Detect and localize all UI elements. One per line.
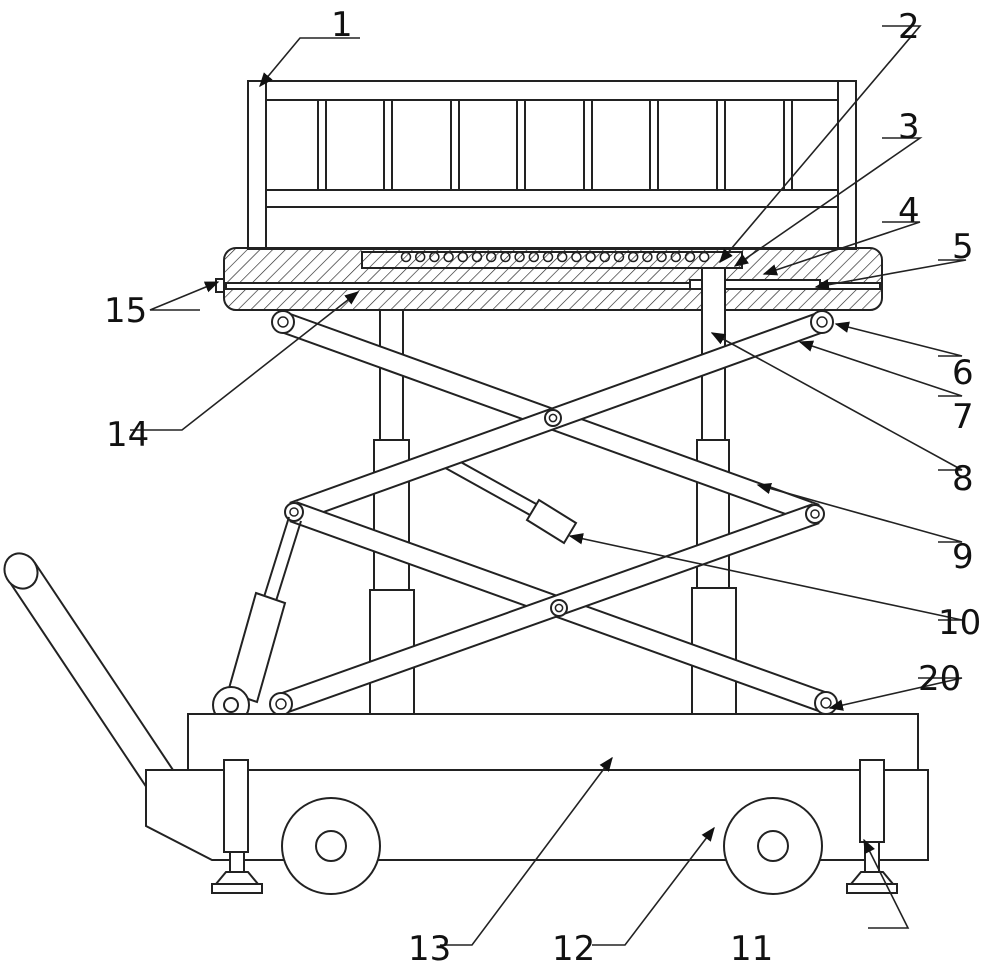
pivot-mid-left: [284, 502, 304, 522]
pivot-top-right: [810, 310, 834, 334]
pivot-top-right-hole: [816, 316, 828, 328]
pivot-top-left: [271, 310, 295, 334]
pivot-mid-left-hole: [289, 507, 299, 517]
label-15: 15: [104, 291, 147, 331]
roller: [429, 251, 440, 263]
roller: [585, 251, 596, 263]
roller: [443, 251, 454, 263]
roller: [400, 251, 412, 263]
guard-rail: [247, 80, 857, 250]
label-8: 8: [952, 459, 974, 499]
roller: [528, 251, 540, 263]
label-14: 14: [106, 415, 149, 455]
pivot-bottom-right: [814, 691, 838, 715]
pivot-mid-right-hole: [810, 509, 820, 519]
roller: [471, 251, 483, 263]
roller: [627, 251, 639, 263]
label-11: 11: [730, 929, 773, 969]
hydraulic-cylinder: [439, 454, 578, 545]
scissor-arms: [269, 310, 838, 716]
pivot-top-left-hole: [277, 316, 289, 328]
label-5: 5: [952, 227, 974, 267]
label-6: 6: [952, 353, 974, 393]
support-leg-left: [211, 851, 263, 894]
roller: [599, 251, 611, 263]
label-10: 10: [938, 603, 981, 643]
label-12: 12: [552, 929, 595, 969]
pivot-lower-center: [550, 599, 568, 617]
label-9: 9: [952, 537, 974, 577]
pivot-mid-right: [805, 504, 825, 524]
label-20: 20: [918, 659, 961, 699]
label-2: 2: [898, 7, 920, 47]
roller: [414, 251, 426, 263]
base-frame: [187, 713, 919, 771]
roller: [698, 251, 710, 263]
roller: [542, 251, 554, 263]
label-13: 13: [408, 929, 451, 969]
roller: [684, 251, 696, 263]
pivot-lower-center-hole: [554, 603, 564, 613]
roller: [500, 251, 511, 263]
roller: [642, 251, 653, 263]
roller: [613, 251, 625, 263]
label-1: 1: [331, 5, 353, 45]
label-7: 7: [952, 397, 974, 437]
leader-lines: [130, 25, 967, 946]
wheel-right: [723, 797, 823, 895]
roller: [670, 251, 682, 263]
part-labels: 1 2 3 4 5 15 14 6 7 8 9 10 20 11 12 13: [104, 5, 981, 969]
pivot-upper-center: [544, 409, 562, 427]
roller: [571, 251, 582, 263]
platform: [215, 247, 883, 311]
pivot-bottom-left-hole: [275, 698, 287, 710]
pivot-upper-center-hole: [548, 413, 558, 423]
roller: [556, 251, 568, 263]
label-3: 3: [898, 107, 920, 147]
roller-row: [400, 251, 710, 263]
roller: [485, 251, 497, 263]
roller: [514, 251, 525, 263]
label-4: 4: [898, 191, 920, 231]
wheel-left: [281, 797, 381, 895]
roller: [656, 251, 667, 263]
roller: [457, 251, 469, 263]
pivot-bottom-left: [269, 692, 293, 716]
